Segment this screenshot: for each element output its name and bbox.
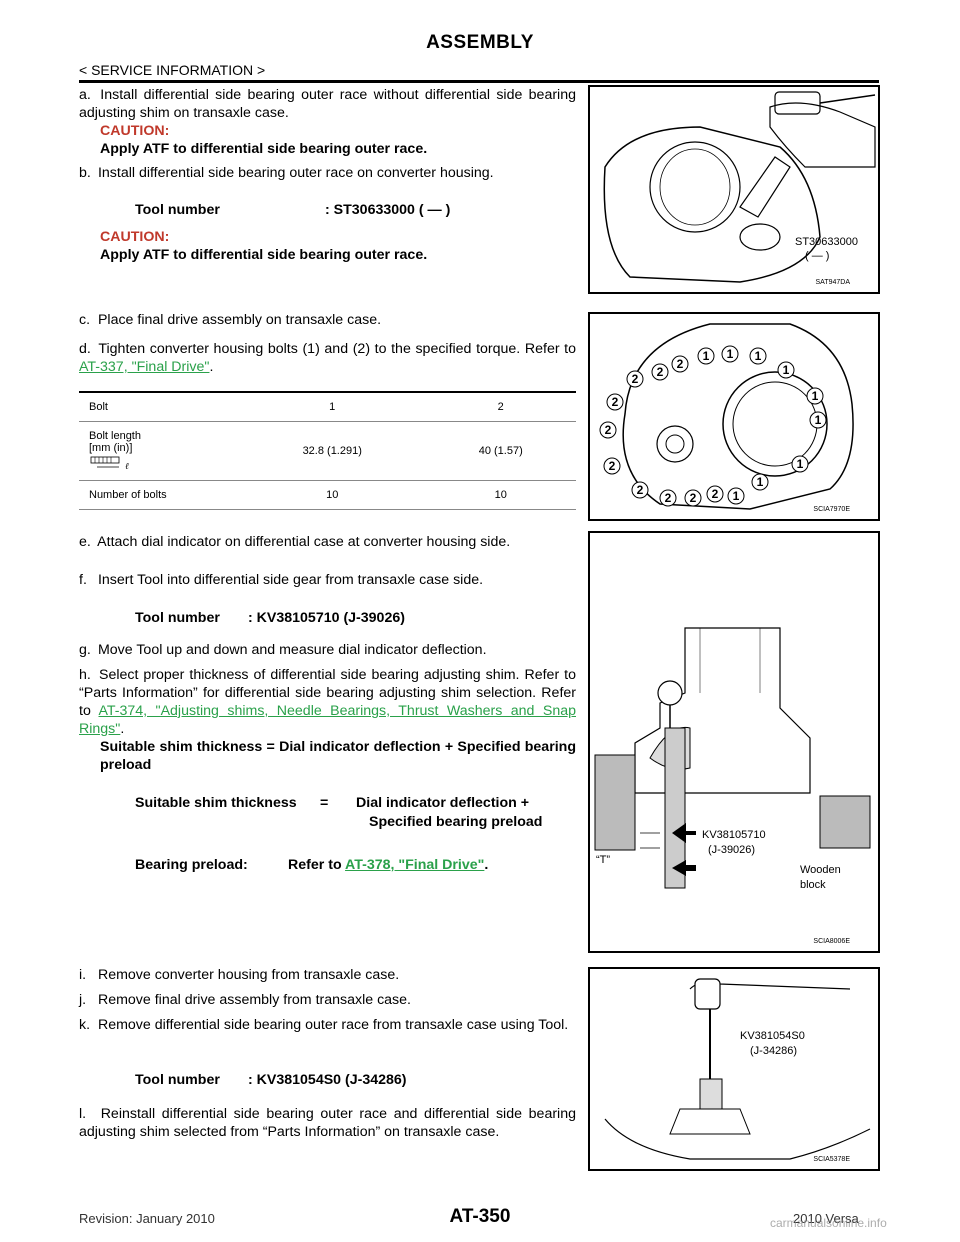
- svg-text:2: 2: [665, 491, 672, 505]
- svg-text:2: 2: [637, 483, 644, 497]
- table-cell: 10: [425, 480, 576, 510]
- table-cell: Bolt length [mm (in)] ℓ: [79, 421, 239, 481]
- svg-text:2: 2: [612, 395, 619, 409]
- callout-t: “T”: [596, 854, 610, 866]
- table-header: 2: [425, 391, 576, 422]
- figure-sat947da: ST30633000 ( — ) SAT947DA: [588, 85, 880, 294]
- figure-code: SCIA8006E: [813, 938, 850, 945]
- svg-text:( — ): ( — ): [805, 250, 829, 262]
- svg-text:1: 1: [797, 457, 804, 471]
- step-c: c. Place final drive assembly on transax…: [79, 312, 382, 328]
- svg-text:1: 1: [815, 413, 822, 427]
- step-g: g. Move Tool up and down and measure dia…: [79, 642, 487, 658]
- figure-code: SAT947DA: [815, 279, 851, 286]
- svg-text:1: 1: [703, 349, 710, 363]
- svg-text:(J-39026): (J-39026): [708, 844, 755, 856]
- step-f: f. Insert Tool into differential side ge…: [79, 572, 484, 588]
- step-b-text: Install differential side bearing outer …: [97, 165, 494, 181]
- step-j: j. Remove final drive assembly from tran…: [79, 992, 411, 1008]
- svg-text:block: block: [800, 879, 826, 891]
- model-year: 2010 Versa: [793, 1211, 859, 1226]
- transaxle-case-illustration: ST30633000 ( — ): [603, 91, 876, 283]
- svg-text:1: 1: [812, 389, 819, 403]
- header-rule: [79, 80, 879, 83]
- svg-text:2: 2: [609, 459, 616, 473]
- caution-text: Apply ATF to differential side bearing o…: [100, 141, 428, 157]
- svg-text:1: 1: [757, 475, 764, 489]
- tool-number-3: Tool number: KV381054S0 (J-34286): [135, 1072, 407, 1088]
- bolt-spec-table: Bolt 1 2 Bolt length [mm (in)] ℓ 32.8 (1…: [79, 391, 576, 510]
- table-cell: 40 (1.57): [425, 421, 576, 481]
- section-label: < SERVICE INFORMATION >: [79, 62, 266, 78]
- dial-indicator-setup: KV38105710 (J-39026) “T” Wooden block: [594, 627, 871, 891]
- revision-date: Revision: January 2010: [79, 1211, 215, 1226]
- page-number: AT-350: [449, 1206, 511, 1227]
- step-a: a. Install differential side bearing out…: [79, 87, 576, 157]
- table-header: Bolt: [79, 391, 239, 422]
- callout-kv38105710: KV38105710: [702, 829, 766, 841]
- svg-text:(J-34286): (J-34286): [750, 1045, 797, 1057]
- link-at-378[interactable]: AT-378, "Final Drive": [345, 857, 485, 873]
- svg-text:2: 2: [690, 491, 697, 505]
- shim-formula: Suitable shim thickness=Dial indicator d…: [135, 795, 530, 811]
- tool-number-1: Tool number: ST30633000 ( — ): [135, 202, 451, 218]
- callout-kv381054s0: KV381054S0: [740, 1030, 805, 1042]
- step-e: e. Attach dial indicator on differential…: [79, 534, 511, 550]
- svg-text:2: 2: [677, 357, 684, 371]
- table-cell: 10: [239, 480, 426, 510]
- shim-formula-line2: Specified bearing preload: [369, 814, 543, 830]
- tool-number-2: Tool number: KV38105710 (J-39026): [135, 610, 405, 626]
- figure-scia8006e: KV38105710 (J-39026) “T” Wooden block SC…: [588, 531, 880, 953]
- svg-text:2: 2: [657, 365, 664, 379]
- figure-scia5378e: KV381054S0 (J-34286) SCIA5378E: [588, 967, 880, 1171]
- outer-race-removal-illustration: KV381054S0 (J-34286): [604, 978, 871, 1160]
- svg-text:1: 1: [733, 489, 740, 503]
- bolt-length-icon: ℓ: [90, 456, 129, 472]
- svg-text:2: 2: [632, 372, 639, 386]
- step-l: l. Reinstall differential side bearing o…: [79, 1106, 576, 1140]
- svg-text:1: 1: [727, 347, 734, 361]
- watermark: carmanualsonline.info: [770, 1216, 887, 1230]
- callout-wooden-block: Wooden: [800, 864, 841, 876]
- converter-housing-bolt-pattern: 1 1 1 1 1 1 1 1 1 2 2 2 2 2 2 2 2 2 2: [599, 323, 854, 510]
- figure-scia7970e: 1 1 1 1 1 1 1 1 1 2 2 2 2 2 2 2 2 2 2 SC…: [588, 312, 880, 521]
- step-h: h. Select proper thickness of differenti…: [79, 667, 576, 773]
- svg-text:ℓ: ℓ: [125, 462, 129, 470]
- caution-heading: CAUTION:: [100, 123, 170, 139]
- svg-text:2: 2: [712, 487, 719, 501]
- step-i: i. Remove converter housing from transax…: [79, 967, 400, 983]
- step-k: k. Remove differential side bearing oute…: [79, 1017, 569, 1033]
- table-header: 1: [239, 391, 426, 422]
- figure-code: SCIA7970E: [813, 506, 850, 513]
- svg-text:1: 1: [783, 363, 790, 377]
- svg-text:1: 1: [755, 349, 762, 363]
- step-b: b. Install differential side bearing out…: [79, 165, 494, 181]
- shim-formula-bold: Suitable shim thickness = Dial indicator…: [100, 739, 576, 773]
- bearing-preload: Bearing preload:Refer to AT-378, "Final …: [135, 857, 489, 873]
- figure-code: SCIA5378E: [813, 1156, 850, 1163]
- step-d: d. Tighten converter housing bolts (1) a…: [79, 341, 577, 375]
- svg-text:2: 2: [605, 423, 612, 437]
- callout-st30633000: ST30633000: [795, 236, 858, 248]
- table-cell: 32.8 (1.291): [239, 421, 426, 481]
- step-a-text: Install differential side bearing outer …: [79, 87, 576, 121]
- step-b-caution: CAUTION: Apply ATF to differential side …: [79, 228, 576, 264]
- link-at-337[interactable]: AT-337, "Final Drive": [79, 359, 210, 375]
- page-title: ASSEMBLY: [426, 32, 534, 53]
- link-at-374[interactable]: AT-374, "Adjusting shims, Needle Bearing…: [79, 703, 576, 737]
- table-cell: Number of bolts: [79, 480, 239, 510]
- caution-text: Apply ATF to differential side bearing o…: [100, 247, 428, 263]
- caution-heading: CAUTION:: [100, 229, 170, 245]
